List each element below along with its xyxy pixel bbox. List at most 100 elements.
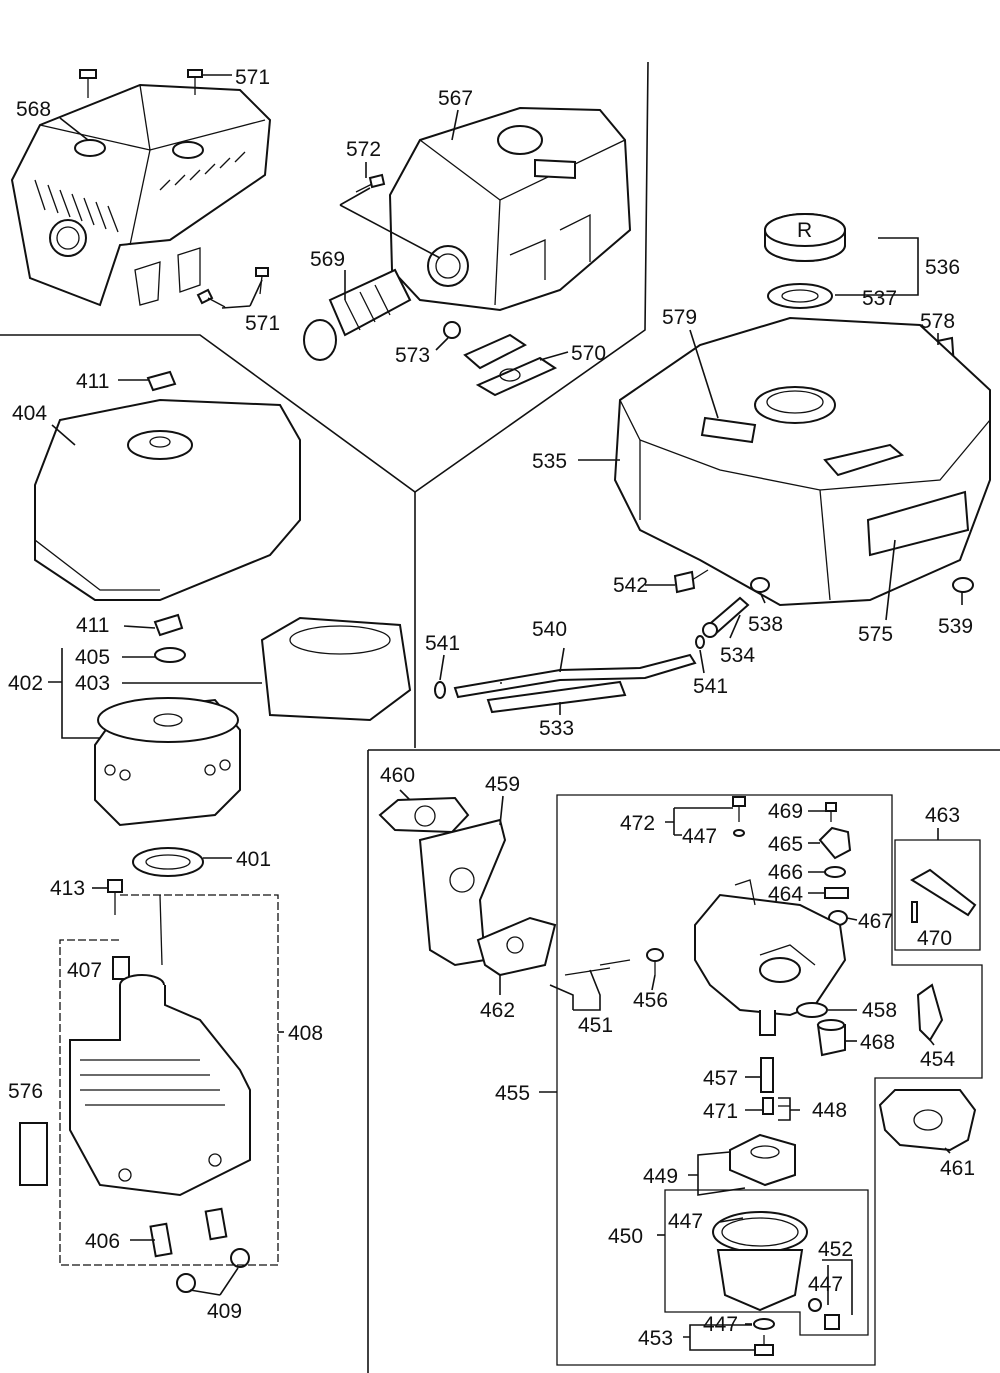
label-462: 462 <box>480 999 515 1022</box>
label-468: 468 <box>860 1031 895 1054</box>
wing-nut-411-top <box>146 370 177 392</box>
label-466: 466 <box>768 861 803 884</box>
label-403: 403 <box>75 672 110 695</box>
label-460: 460 <box>380 764 415 787</box>
nut-405 <box>154 647 186 663</box>
label-449: 449 <box>643 1165 678 1188</box>
label-411-bottom: 411 <box>76 614 109 637</box>
screws-451 <box>564 959 631 976</box>
label-454: 454 <box>920 1048 955 1071</box>
air-cleaner-base-408 <box>69 894 251 1197</box>
label-569: 569 <box>310 248 345 271</box>
bolt-413 <box>107 879 123 915</box>
label-458: 458 <box>862 999 897 1022</box>
label-576 <box>19 1122 48 1186</box>
label-534: 534 <box>720 644 755 667</box>
label-568: 568 <box>16 98 51 121</box>
leader-lines <box>48 74 963 1351</box>
screw-571-bottom <box>196 267 269 308</box>
washer-447 <box>753 1318 775 1330</box>
paper-element-402 <box>94 697 241 827</box>
label-467: 467 <box>858 910 893 933</box>
fuel-hose-540 <box>453 653 697 699</box>
lever-454 <box>916 983 944 1042</box>
section-dividers <box>0 61 1000 1373</box>
fuel-tank-535 <box>613 316 991 607</box>
bolt-542 <box>673 569 709 594</box>
label-453: 453 <box>638 1327 673 1350</box>
label-471: 471 <box>703 1100 738 1123</box>
label-450: 450 <box>608 1225 643 1248</box>
label-470: 470 <box>917 927 952 950</box>
fuel-valve-534 <box>702 596 750 638</box>
label-455: 455 <box>495 1082 530 1105</box>
label-448: 448 <box>812 1099 847 1122</box>
label-456: 456 <box>633 989 668 1012</box>
o-ring-466 <box>824 866 846 878</box>
label-411-top: 411 <box>76 370 109 393</box>
label-465: 465 <box>768 833 803 856</box>
gasket-462 <box>476 916 557 977</box>
screw-472 <box>732 796 746 837</box>
label-404: 404 <box>12 402 47 425</box>
label-401: 401 <box>236 848 271 871</box>
part-labels: 568 571 571 567 572 569 573 570 536 537 … <box>8 66 975 1350</box>
label-464: 464 <box>768 883 803 906</box>
wing-nut-411-bottom <box>153 613 184 637</box>
label-413: 413 <box>50 877 85 900</box>
gasket-570 <box>463 333 558 397</box>
foam-element-403 <box>260 616 412 722</box>
label-578: 578 <box>920 310 955 333</box>
label-407: 407 <box>67 959 102 982</box>
label-402: 402 <box>8 672 43 695</box>
bolt-453 <box>754 1335 774 1356</box>
carburetor-body <box>694 879 847 1036</box>
label-469: 469 <box>768 800 803 823</box>
label-447-a: 447 <box>682 825 717 848</box>
label-459: 459 <box>485 773 520 796</box>
muffler-cover-567 <box>388 106 632 312</box>
jet-471 <box>762 1097 790 1115</box>
label-570: 570 <box>571 342 606 365</box>
jet-468 <box>816 1019 846 1057</box>
label-571-bottom: 571 <box>245 312 280 335</box>
valve-464 <box>824 887 849 899</box>
label-537: 537 <box>862 287 897 310</box>
label-542: 542 <box>613 574 648 597</box>
emulsion-tube-457 <box>760 1057 774 1093</box>
screw-572 <box>355 173 386 193</box>
cap-gasket-537 <box>767 283 833 309</box>
group-463-outline <box>894 839 981 951</box>
label-408: 408 <box>288 1022 323 1045</box>
label-541-right: 541 <box>693 675 728 698</box>
plate-465 <box>818 826 852 860</box>
float-449 <box>729 1133 796 1187</box>
nut-573 <box>443 321 461 339</box>
label-573: 573 <box>395 344 430 367</box>
group-455-outline <box>556 794 983 1366</box>
float-bowl-450 <box>712 1211 808 1312</box>
label-533: 533 <box>539 717 574 740</box>
label-576: 576 <box>8 1080 43 1103</box>
label-406: 406 <box>85 1230 120 1253</box>
pin-470 <box>911 901 918 923</box>
group-450-outline <box>664 1189 869 1336</box>
label-447-c: 447 <box>808 1273 843 1296</box>
label-540: 540 <box>532 618 567 641</box>
label-452: 452 <box>818 1238 853 1261</box>
screw-571-top <box>79 69 203 98</box>
label-463: 463 <box>925 804 960 827</box>
label-405: 405 <box>75 646 110 669</box>
label-539: 539 <box>938 615 973 638</box>
screw-452 <box>808 1298 840 1330</box>
fuel-cap-536: R <box>764 213 846 262</box>
collar-407 <box>112 956 130 980</box>
label-541-left: 541 <box>425 632 460 655</box>
label-535: 535 <box>532 450 567 473</box>
group-408-outline <box>59 894 279 1266</box>
label-457: 457 <box>703 1067 738 1090</box>
gasket-461 <box>878 1089 977 1152</box>
label-579: 579 <box>662 306 697 329</box>
label-536: 536 <box>925 256 960 279</box>
